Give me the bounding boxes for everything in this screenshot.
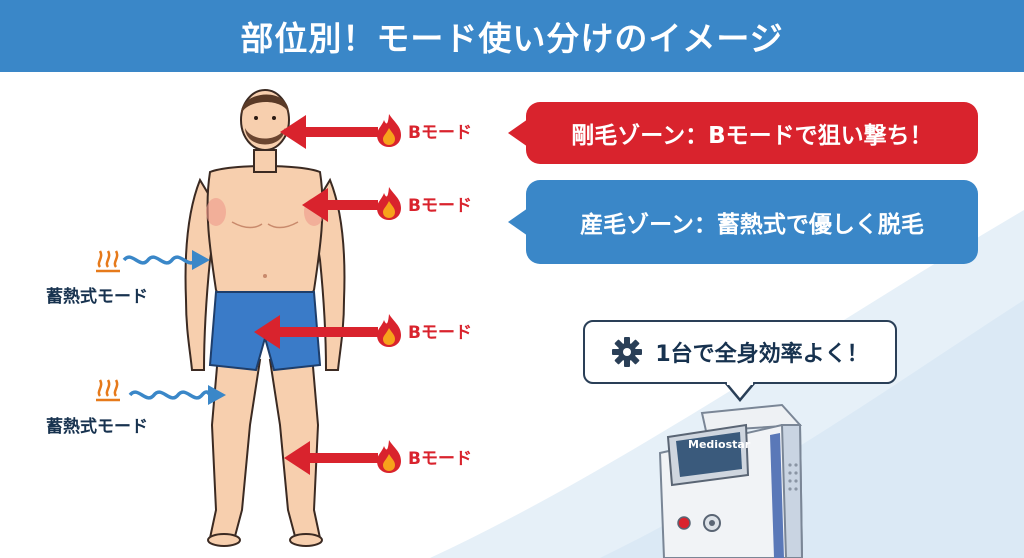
flame-icon xyxy=(377,187,401,220)
heat-mode-label-lower: 蓄熱式モード xyxy=(46,417,148,437)
arrow-face xyxy=(278,112,378,152)
flame-icon xyxy=(377,440,401,473)
wave-arrow-upper xyxy=(122,250,210,270)
heat-waves-icon xyxy=(96,379,120,402)
callout-fine-hair: 産毛ゾーン：蓄熱式で優しく脱毛 xyxy=(508,180,978,264)
flame-icon xyxy=(377,314,401,347)
wave-arrow-lower xyxy=(128,385,226,405)
b-mode-text: Bモード xyxy=(408,195,472,216)
callout-coarse-hair: 剛毛ゾーン：Bモードで狙い撃ち！ xyxy=(508,102,978,164)
callout-fine-text: 産毛ゾーン：蓄熱式で優しく脱毛 xyxy=(580,212,924,238)
laser-machine: Mediostar xyxy=(650,395,815,558)
heat-mode-label-upper: 蓄熱式モード xyxy=(46,287,148,307)
flame-icon xyxy=(377,114,401,147)
bubble-text: 1台で全身効率よく！ xyxy=(655,342,869,367)
header-bar: 部位別！モード使い分けのイメージ xyxy=(0,0,1024,72)
arrow-shin xyxy=(282,438,378,478)
gear-icon xyxy=(612,337,643,367)
b-mode-label-face: Bモード xyxy=(374,112,472,148)
arrow-armpit xyxy=(300,185,378,225)
b-mode-text: Bモード xyxy=(408,122,472,143)
b-mode-label-shin: Bモード xyxy=(374,438,472,474)
callout-coarse-text: 剛毛ゾーン：Bモードで狙い撃ち！ xyxy=(571,123,933,149)
b-mode-label-groin: Bモード xyxy=(374,312,472,348)
human-figure xyxy=(184,89,346,547)
b-mode-text: Bモード xyxy=(408,322,472,343)
page-title: 部位別！モード使い分けのイメージ xyxy=(240,19,784,58)
heat-waves-icon xyxy=(96,250,120,273)
b-mode-label-armpit: Bモード xyxy=(374,185,472,221)
summary-bubble: 1台で全身効率よく！ xyxy=(583,320,897,402)
machine-brand: Mediostar xyxy=(688,438,751,451)
b-mode-text: Bモード xyxy=(408,448,472,469)
arrow-groin xyxy=(252,312,378,352)
